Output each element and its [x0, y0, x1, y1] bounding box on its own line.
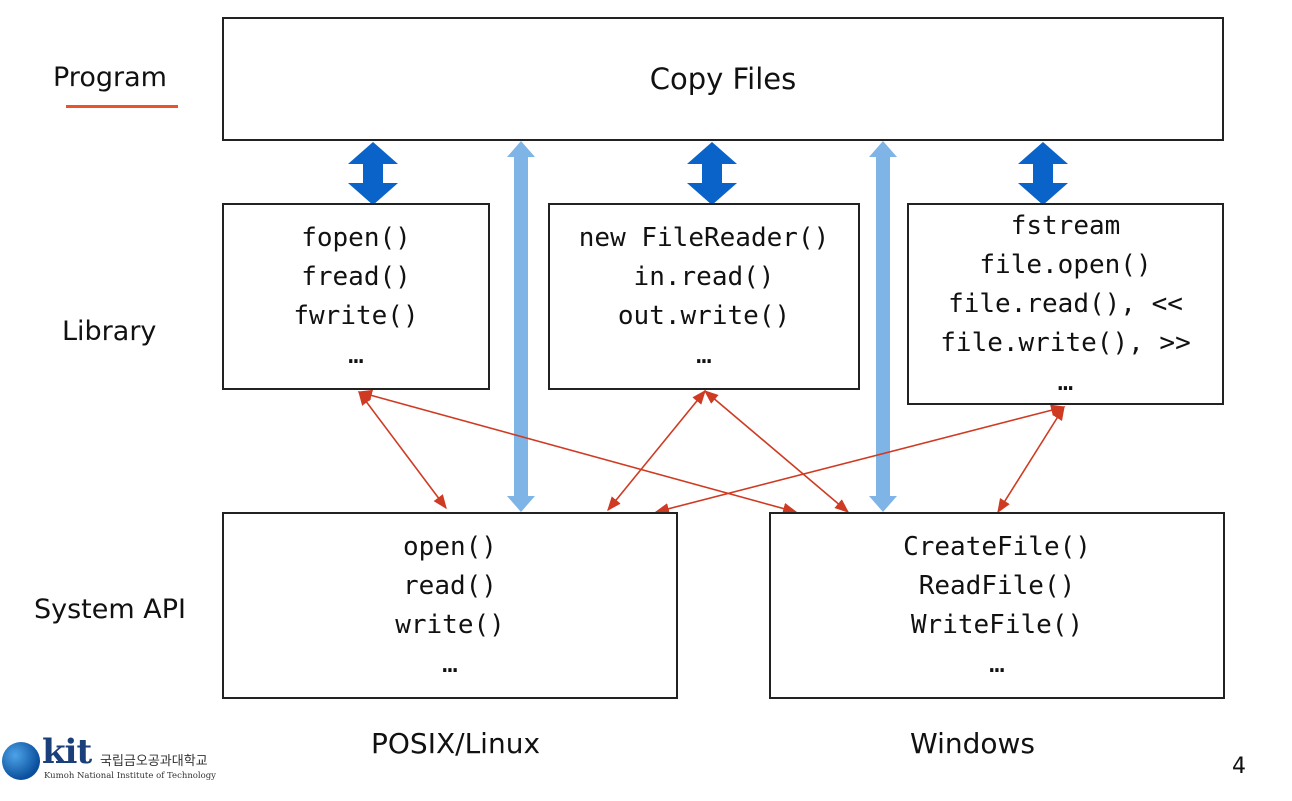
posix-api-line: read()	[403, 570, 497, 601]
os-label-posix: POSIX/Linux	[371, 727, 541, 760]
logo-english-name: Kumoh National Institute of Technology	[44, 771, 216, 781]
windows-api-line: …	[989, 648, 1005, 679]
university-logo: kit 국립금오공과대학교 Kumoh National Institute o…	[2, 732, 242, 788]
library-c-line: …	[348, 339, 364, 370]
library-java-line: in.read()	[633, 261, 775, 292]
program-underline	[66, 105, 178, 108]
library-cpp-line: file.open()	[979, 249, 1152, 280]
library-cpp-line: file.write(), >>	[940, 327, 1191, 358]
logo-mark: kit	[42, 732, 92, 772]
library-c-line: fwrite()	[293, 300, 419, 331]
system-api-box-posix: open() read() write() …	[222, 512, 678, 699]
windows-api-line: CreateFile()	[903, 531, 1091, 562]
library-cpp-line: …	[1057, 366, 1074, 397]
double-arrow-java	[687, 142, 737, 205]
link-java-posix	[607, 389, 706, 512]
link-cpp-windows	[997, 405, 1065, 514]
library-box-c: fopen() fread() fwrite() …	[222, 203, 490, 390]
library-cpp-line: fstream	[1010, 210, 1121, 241]
layer-label-system-api: System API	[34, 594, 186, 625]
posix-api-line: …	[442, 648, 458, 679]
link-cpp-posix	[654, 404, 1066, 515]
library-java-line: out.write()	[617, 300, 791, 331]
link-fopen-posix	[358, 390, 447, 510]
library-java-line: …	[696, 339, 712, 370]
direct-arrow-posix	[507, 141, 535, 512]
layer-label-library: Library	[62, 316, 157, 347]
program-box: Copy Files	[222, 17, 1224, 141]
library-cpp-line: file.read(), <<	[948, 288, 1183, 319]
library-c-line: fread()	[301, 261, 411, 292]
library-java-line: new FileReader()	[578, 222, 830, 253]
windows-api-line: WriteFile()	[910, 609, 1084, 640]
logo-korean-name: 국립금오공과대학교	[100, 754, 208, 769]
link-fopen-windows	[357, 389, 798, 515]
library-box-java: new FileReader() in.read() out.write() …	[548, 203, 860, 390]
posix-api-line: write()	[395, 609, 505, 640]
logo-globe-icon	[2, 742, 40, 780]
posix-api-line: open()	[403, 531, 497, 562]
os-label-windows: Windows	[910, 727, 1035, 760]
windows-api-line: ReadFile()	[918, 570, 1076, 601]
library-box-cpp: fstream file.open() file.read(), << file…	[907, 203, 1224, 405]
library-c-line: fopen()	[301, 222, 411, 253]
system-api-box-windows: CreateFile() ReadFile() WriteFile() …	[769, 512, 1225, 699]
double-arrow-cpp	[1018, 142, 1068, 205]
program-title: Copy Files	[649, 62, 797, 96]
layer-label-program: Program	[53, 62, 167, 93]
double-arrow-c	[348, 142, 398, 205]
page-number: 4	[1232, 754, 1246, 779]
